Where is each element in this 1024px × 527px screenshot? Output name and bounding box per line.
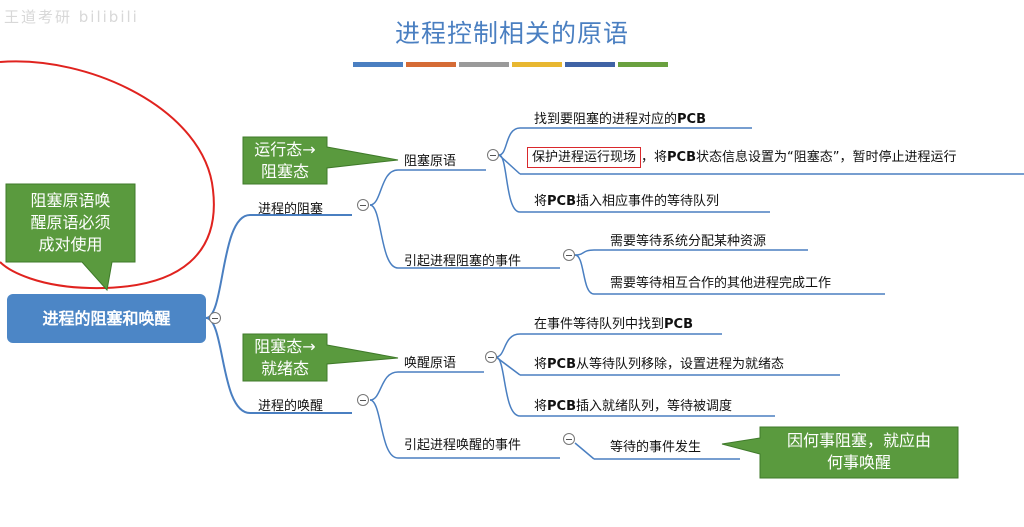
collapse-wake-cause-icon[interactable] xyxy=(563,433,575,445)
collapse-block-cause-icon[interactable] xyxy=(563,249,575,261)
callout-run-to-block-shape xyxy=(242,136,399,185)
callout-pair-shape xyxy=(5,183,136,292)
connector-wake-cause-item1 xyxy=(574,442,595,460)
collapse-root-icon[interactable] xyxy=(209,312,221,324)
block-step-3-suffix: 插入相应事件的等待队列 xyxy=(576,194,720,209)
root-node[interactable]: 进程的阻塞和唤醒 xyxy=(7,294,206,343)
callout-pair: 阻塞原语唤 醒原语必须 成对使用 xyxy=(6,190,135,256)
connector-cause-item2 xyxy=(574,254,885,295)
block-step-3-bold: PCB xyxy=(547,194,576,209)
wake-step-3-prefix: 将 xyxy=(534,399,548,414)
connector-wake-step1 xyxy=(495,333,722,358)
callout-block-to-ready-shape xyxy=(242,333,399,382)
wake-step-2-suffix: 从等待队列移除，设置进程为就绪态 xyxy=(576,357,785,372)
callout-cause-effect-line1: 因何事阻塞，就应由 xyxy=(786,431,931,450)
connector-wake-primitive xyxy=(369,371,484,401)
connector-cause-item1 xyxy=(574,249,808,256)
block-step-2-bold: PCB xyxy=(667,150,697,165)
block-step-2: 保护进程运行现场，将PCB状态信息设置为“阻塞态”，暂时停止进程运行 xyxy=(527,146,957,168)
block-primitive-label[interactable]: 阻塞原语 xyxy=(404,154,457,169)
block-step-1-prefix: 找到要阻塞的进程对应的 xyxy=(534,112,678,127)
block-step-3-prefix: 将 xyxy=(534,194,548,209)
block-step-2-suffix: 状态信息设置为“阻塞态”，暂时停止进程运行 xyxy=(696,150,957,165)
collapse-block-primitive-icon[interactable] xyxy=(487,149,499,161)
branch-block-label[interactable]: 进程的阻塞 xyxy=(258,202,324,217)
block-cause-item-2: 需要等待相互合作的其他进程完成工作 xyxy=(610,276,832,291)
wake-primitive-label[interactable]: 唤醒原语 xyxy=(404,356,457,371)
callout-pair-line1: 阻塞原语唤 xyxy=(30,191,111,210)
watermark-text: 王道考研 bilibili xyxy=(4,8,139,26)
wake-cause-item-1: 等待的事件发生 xyxy=(610,440,702,455)
wake-step-2-bold: PCB xyxy=(547,357,576,372)
callout-cause-effect: 因何事阻塞，就应由 何事唤醒 xyxy=(760,430,958,474)
collapse-block-icon[interactable] xyxy=(357,199,369,211)
callout-run-to-block-line2: 阻塞态 xyxy=(260,162,309,181)
block-step-3: 将PCB插入相应事件的等待队列 xyxy=(534,190,719,209)
title-color-bar-orange xyxy=(406,62,456,67)
block-cause-item-1: 需要等待系统分配某种资源 xyxy=(610,234,767,249)
title-color-bar-green xyxy=(618,62,668,67)
callout-cause-effect-shape xyxy=(721,426,959,479)
title-color-bar-gray xyxy=(459,62,509,67)
block-step-1-bold: PCB xyxy=(677,112,706,127)
callout-run-to-block-line1: 运行态→ xyxy=(254,140,316,159)
wake-step-1-bold: PCB xyxy=(664,317,693,332)
callout-block-to-ready: 阻塞态→ 就绪态 xyxy=(243,336,327,380)
connector-wake-step3 xyxy=(495,356,775,417)
connector-block-cause xyxy=(369,204,560,269)
title-color-bar-navy xyxy=(565,62,615,67)
block-step-2-prefix: ，将 xyxy=(641,150,668,165)
wake-cause-label[interactable]: 引起进程唤醒的事件 xyxy=(404,438,522,453)
block-step-2-highlight: 保护进程运行现场 xyxy=(527,147,642,168)
connector-wake-cause xyxy=(369,399,560,459)
branch-wake-label[interactable]: 进程的唤醒 xyxy=(258,399,324,414)
title-color-bar-yellow xyxy=(512,62,562,67)
collapse-wake-primitive-icon[interactable] xyxy=(485,351,497,363)
connector-block-step1 xyxy=(498,127,752,156)
callout-cause-effect-line2: 何事唤醒 xyxy=(826,453,891,472)
wake-step-1-prefix: 在事件等待队列中找到 xyxy=(534,317,665,332)
callout-pair-line2: 醒原语必须 xyxy=(30,213,111,232)
wake-step-3-suffix: 插入就绪队列，等待被调度 xyxy=(576,399,733,414)
callout-block-to-ready-line1: 阻塞态→ xyxy=(254,337,316,356)
connector-root-block xyxy=(205,214,352,319)
wake-step-3-bold: PCB xyxy=(547,399,576,414)
callout-run-to-block: 运行态→ 阻塞态 xyxy=(243,139,327,183)
connector-block-step3 xyxy=(498,154,770,213)
wake-step-3: 将PCB插入就绪队列，等待被调度 xyxy=(534,395,732,414)
diagram-title: 进程控制相关的原语 xyxy=(394,19,629,48)
collapse-wake-icon[interactable] xyxy=(357,394,369,406)
wake-step-2-prefix: 将 xyxy=(534,357,548,372)
callout-block-to-ready-line2: 就绪态 xyxy=(260,359,309,378)
connector-block-primitive xyxy=(369,169,486,206)
wake-step-1: 在事件等待队列中找到PCB xyxy=(534,313,693,332)
block-cause-label[interactable]: 引起进程阻塞的事件 xyxy=(404,254,522,269)
wake-step-2: 将PCB从等待队列移除，设置进程为就绪态 xyxy=(534,353,784,372)
red-annotation-circle xyxy=(0,60,215,290)
block-step-1: 找到要阻塞的进程对应的PCB xyxy=(534,108,706,127)
title-color-bar-blue xyxy=(353,62,403,67)
callout-pair-line3: 成对使用 xyxy=(38,235,103,254)
